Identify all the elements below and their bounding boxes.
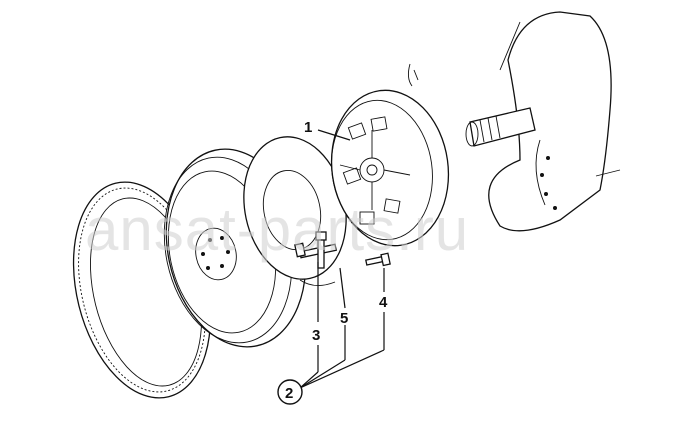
callout-2-circle <box>277 379 303 405</box>
pressure-plate <box>330 89 450 247</box>
input-shaft <box>465 107 536 147</box>
bolt-5 <box>315 231 327 269</box>
callout-4: 4 <box>379 294 388 311</box>
bolt-4 <box>365 252 391 267</box>
transmission-housing <box>407 11 621 232</box>
callout-5: 5 <box>340 310 348 327</box>
callout-3: 3 <box>312 327 320 344</box>
watermark-text: ansat-parts.ru <box>85 196 469 263</box>
leader-lines <box>299 129 385 389</box>
callout-1: 1 <box>304 119 312 136</box>
callout-2: 2 <box>285 385 293 402</box>
